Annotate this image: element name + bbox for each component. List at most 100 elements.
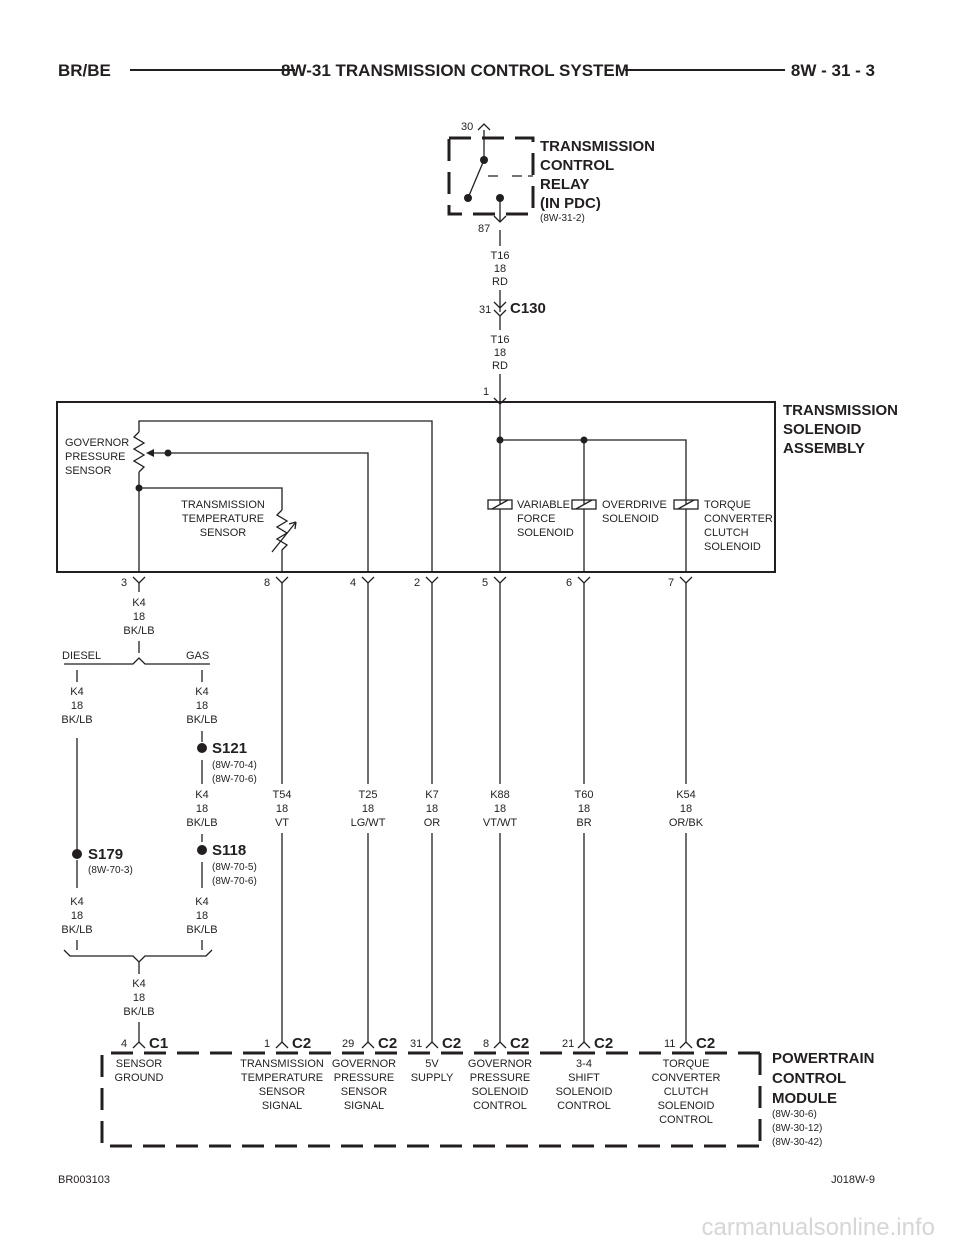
footer-figure-id: BR003103 <box>58 1174 110 1186</box>
assembly-name-line-2: SOLENOID <box>783 421 862 438</box>
wire-t54-gauge: 18 <box>276 803 288 815</box>
vfs-label-1: VARIABLE <box>517 499 570 511</box>
wire-k7-circuit: K7 <box>425 789 438 801</box>
function-line-3: SENSOR <box>341 1086 388 1098</box>
wire-k54-circuit: K54 <box>676 789 696 801</box>
temp-sensor-ground-wire <box>139 487 283 510</box>
pin-8-label: 8 <box>264 577 270 589</box>
c130-male-terminal <box>493 301 507 309</box>
assembly-outline <box>56 401 776 573</box>
wire-t25-color: LG/WT <box>351 817 386 829</box>
pin-3-terminal <box>132 576 146 584</box>
wire-k54-color: OR/BK <box>669 817 704 829</box>
s118-splice-dot <box>197 845 207 855</box>
function-line-1: GOVERNOR <box>332 1058 396 1070</box>
assembly-name-line-1: TRANSMISSION <box>783 402 898 419</box>
governor-sensor-resistor <box>132 431 146 473</box>
s179-name: S179 <box>88 846 123 863</box>
governor-signal-wire <box>148 452 369 572</box>
function-line-1: TORQUE <box>663 1058 710 1070</box>
relay-contact-left <box>464 194 472 202</box>
header-model: BR/BE <box>58 61 111 80</box>
wire-color: RD <box>492 360 508 372</box>
k4-top-color: BK/LB <box>123 625 154 637</box>
terminal-symbol <box>493 1041 507 1049</box>
tcc-label-3: CLUTCH <box>704 527 749 539</box>
s118-ref-1: (8W-70-5) <box>212 862 257 873</box>
diesel-gas-split <box>64 657 210 665</box>
function-line-1: SENSOR <box>116 1058 163 1070</box>
pcm-name-line-3: MODULE <box>772 1090 837 1107</box>
s118-name: S118 <box>212 842 246 859</box>
pcm-ref-3: (8W-30-42) <box>772 1137 822 1148</box>
assembly-name-line-3: ASSEMBLY <box>783 440 865 457</box>
function-line-1: 3-4 <box>576 1058 592 1070</box>
splice-dot-vfs <box>496 436 504 444</box>
wire-k7-color: OR <box>424 817 441 829</box>
temp-sensor-resistor <box>275 509 289 572</box>
s121-ref-1: (8W-70-4) <box>212 760 257 771</box>
pin-2-terminal <box>425 576 439 584</box>
wire-k88-gauge: 18 <box>494 803 506 815</box>
gas-low-gauge: 18 <box>196 910 208 922</box>
diesel-low-circuit: K4 <box>70 896 83 908</box>
governor-wiper-arrow <box>146 449 154 457</box>
connector-label: C2 <box>696 1035 715 1052</box>
terminal-symbol <box>577 1041 591 1049</box>
wire-t54-circuit: T54 <box>273 789 292 801</box>
pcm-terminal-governor-solenoid-control: 8 C2 GOVERNOR PRESSURE SOLENOID CONTROL <box>468 1035 532 1112</box>
sensor-ground-branch: K4 18 BK/LB DIESEL GAS K4 18 BK/LB S179 … <box>61 583 257 1042</box>
pin-label: 4 <box>121 1038 127 1050</box>
temp-sensor-arrowhead <box>288 521 297 530</box>
pin-4-label: 4 <box>350 577 356 589</box>
diesel-label: DIESEL <box>62 650 101 662</box>
connector-label: C2 <box>510 1035 529 1052</box>
k4-top-circuit: K4 <box>132 597 145 609</box>
function-line-4: SOLENOID <box>658 1100 715 1112</box>
vfs-coil-diagonal <box>491 499 509 510</box>
wire-circuit: T16 <box>491 250 510 262</box>
connector-label: C1 <box>149 1035 168 1052</box>
s121-ref-2: (8W-70-6) <box>212 774 257 785</box>
watermark: carmanualsonline.info <box>702 1214 935 1241</box>
pin-2-label: 2 <box>414 577 420 589</box>
od-label-1: OVERDRIVE <box>602 499 667 511</box>
s121-splice-dot <box>197 743 207 753</box>
k4-bottom-gauge: 18 <box>133 992 145 1004</box>
governor-label-1: GOVERNOR <box>65 437 129 449</box>
function-line-2: SUPPLY <box>411 1072 454 1084</box>
s179-ref: (8W-70-3) <box>88 865 133 876</box>
overdrive-solenoid: OVERDRIVE SOLENOID <box>571 499 667 572</box>
function-line-3: CLUTCH <box>664 1086 709 1098</box>
governor-5v-wire <box>138 420 433 572</box>
gas-mid-color: BK/LB <box>186 817 217 829</box>
pcm-ref-1: (8W-30-6) <box>772 1109 817 1120</box>
temp-sensor-label-1: TRANSMISSION <box>181 499 265 511</box>
wire-t60-circuit: T60 <box>575 789 594 801</box>
pcm-terminal-sensor-ground: 4 C1 SENSOR GROUND <box>115 1035 169 1084</box>
page-header: BR/BE 8W-31 TRANSMISSION CONTROL SYSTEM … <box>58 61 875 80</box>
governor-label-3: SENSOR <box>65 465 112 477</box>
function-line-3: SOLENOID <box>472 1086 529 1098</box>
function-line-2: CONVERTER <box>652 1072 721 1084</box>
header-title: 8W-31 TRANSMISSION CONTROL SYSTEM <box>281 61 629 80</box>
wire-color: RD <box>492 276 508 288</box>
wire-t54-color: VT <box>275 817 289 829</box>
function-line-3: SOLENOID <box>556 1086 613 1098</box>
s118-ref-2: (8W-70-6) <box>212 876 257 887</box>
terminal-symbol <box>679 1041 693 1049</box>
function-line-4: SIGNAL <box>262 1100 302 1112</box>
wire-k88-circuit: K88 <box>490 789 510 801</box>
footer-drawing-id: J018W-9 <box>831 1174 875 1186</box>
gas-low-circuit: K4 <box>195 896 208 908</box>
gas-color: BK/LB <box>186 714 217 726</box>
pin-8-terminal <box>275 576 289 584</box>
pin-label: 29 <box>342 1038 354 1050</box>
function-line-1: GOVERNOR <box>468 1058 532 1070</box>
terminal-symbol <box>132 1041 146 1049</box>
function-line-4: CONTROL <box>473 1100 527 1112</box>
pcm-name-line-1: POWERTRAIN <box>772 1050 875 1067</box>
function-line-2: TEMPERATURE <box>241 1072 323 1084</box>
wire-gauge: 18 <box>494 263 506 275</box>
